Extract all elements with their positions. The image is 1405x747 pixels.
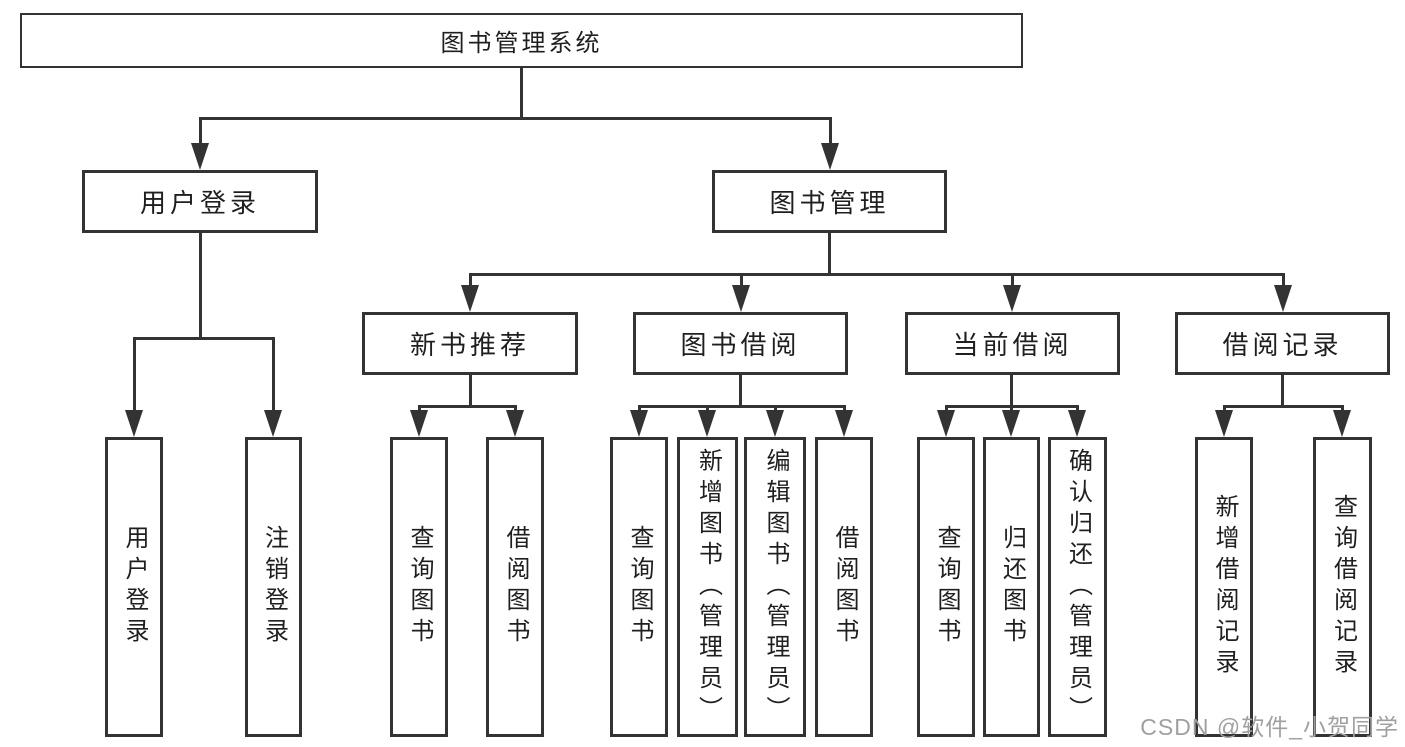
leaf-br-query-record: 查询借阅记录	[1313, 437, 1372, 737]
node-book-borrow: 图书借阅	[633, 312, 848, 375]
leaf-cb-query-books: 查询图书	[917, 437, 975, 737]
connector-line	[739, 375, 742, 408]
connector-line	[272, 337, 275, 413]
node-borrow-records: 借阅记录	[1175, 312, 1390, 375]
arrow-down-icon	[630, 410, 648, 437]
leaf-bb-edit-books: 编辑图书（管理员）	[744, 437, 806, 737]
connector-line	[1011, 273, 1014, 289]
arrow-down-icon	[1068, 410, 1086, 437]
leaf-cb-confirm-return: 确认归还（管理员）	[1048, 437, 1107, 737]
connector-line	[1010, 375, 1013, 408]
arrow-down-icon	[1002, 410, 1020, 437]
node-new-book-recommend: 新书推荐	[362, 312, 578, 375]
connector-line	[740, 273, 743, 289]
arrow-down-icon	[698, 410, 716, 437]
leaf-user-login: 用户登录	[105, 437, 163, 737]
connector-line	[706, 405, 709, 413]
arrow-down-icon	[1274, 285, 1292, 312]
leaf-logout: 注销登录	[245, 437, 302, 737]
leaf-bb-borrow-books: 借阅图书	[815, 437, 873, 737]
arrow-down-icon	[835, 410, 853, 437]
connector-line	[774, 405, 777, 413]
connector-line	[199, 117, 832, 120]
connector-line	[1223, 405, 1226, 413]
connector-line	[828, 233, 831, 276]
arrow-down-icon	[1003, 285, 1021, 312]
leaf-nbr-query-books: 查询图书	[390, 437, 448, 737]
leaf-nbr-borrow-books: 借阅图书	[486, 437, 544, 737]
connector-line	[1010, 405, 1013, 413]
arrow-down-icon	[766, 410, 784, 437]
connector-line	[1341, 405, 1344, 413]
connector-line	[469, 273, 472, 289]
connector-line	[199, 117, 202, 145]
connector-line	[418, 405, 421, 413]
arrow-down-icon	[1333, 410, 1351, 437]
connector-line	[133, 337, 275, 340]
arrow-down-icon	[732, 285, 750, 312]
connector-line	[199, 233, 202, 340]
node-root: 图书管理系统	[20, 13, 1023, 68]
connector-line	[418, 405, 517, 408]
connector-line	[469, 375, 472, 408]
connector-line	[1223, 405, 1344, 408]
arrow-down-icon	[264, 410, 282, 437]
connector-line	[133, 337, 136, 413]
connector-line	[514, 405, 517, 413]
connector-line	[829, 117, 832, 145]
node-current-borrow: 当前借阅	[905, 312, 1120, 375]
node-user-login: 用户登录	[82, 170, 318, 233]
leaf-bb-query-books: 查询图书	[610, 437, 668, 737]
arrow-down-icon	[937, 410, 955, 437]
connector-line	[469, 273, 1285, 276]
connector-line	[945, 405, 948, 413]
connector-line	[520, 68, 523, 120]
arrow-down-icon	[461, 285, 479, 312]
node-book-management: 图书管理	[712, 170, 947, 233]
leaf-br-add-record: 新增借阅记录	[1195, 437, 1253, 737]
connector-line	[1281, 375, 1284, 408]
connector-line	[843, 405, 846, 413]
arrow-down-icon	[1215, 410, 1233, 437]
arrow-down-icon	[821, 143, 839, 170]
arrow-down-icon	[410, 410, 428, 437]
leaf-bb-add-books: 新增图书（管理员）	[677, 437, 738, 737]
arrow-down-icon	[125, 410, 143, 437]
connector-line	[638, 405, 641, 413]
csdn-watermark: CSDN @软件_小贺同学	[1140, 714, 1399, 740]
arrow-down-icon	[191, 143, 209, 170]
connector-line	[1282, 273, 1285, 289]
leaf-cb-return-books: 归还图书	[983, 437, 1040, 737]
connector-line	[638, 405, 846, 408]
arrow-down-icon	[506, 410, 524, 437]
connector-line	[1076, 405, 1079, 413]
